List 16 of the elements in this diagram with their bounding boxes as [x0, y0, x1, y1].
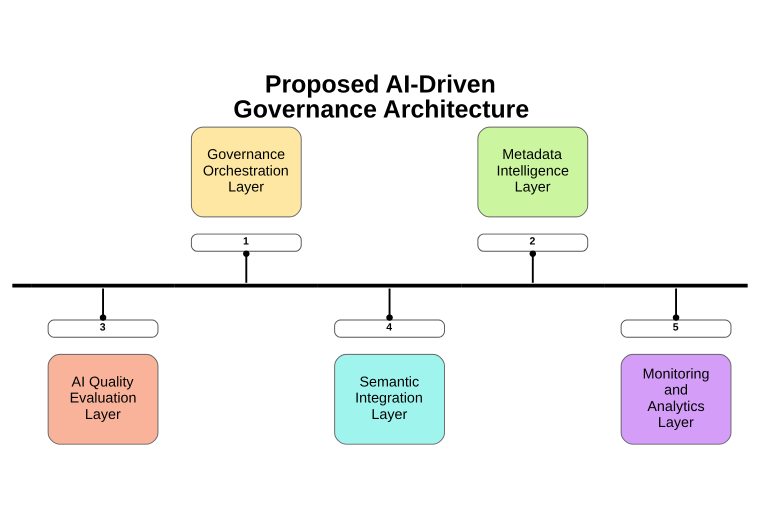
connector — [672, 288, 680, 320]
node-box: 2 — [477, 233, 588, 252]
node-box: Semantic Integration Layer — [334, 353, 445, 444]
node-box: 1 — [190, 233, 302, 252]
node-box: 5 — [620, 319, 732, 338]
connector — [243, 250, 250, 282]
connector — [100, 288, 106, 320]
node-box: 4 — [334, 319, 445, 338]
node-box: 3 — [48, 319, 158, 338]
diagram-title: Proposed AI-Driven Governance Architecture — [233, 71, 530, 123]
node-box: AI Quality Evaluation Layer — [48, 353, 158, 444]
node-box: Monitoring and Analytics Layer — [620, 353, 732, 444]
connector — [386, 288, 393, 320]
node-box: Governance Orchestration Layer — [190, 126, 302, 217]
node-box: Metadata Intelligence Layer — [477, 126, 588, 217]
connector — [530, 250, 536, 282]
